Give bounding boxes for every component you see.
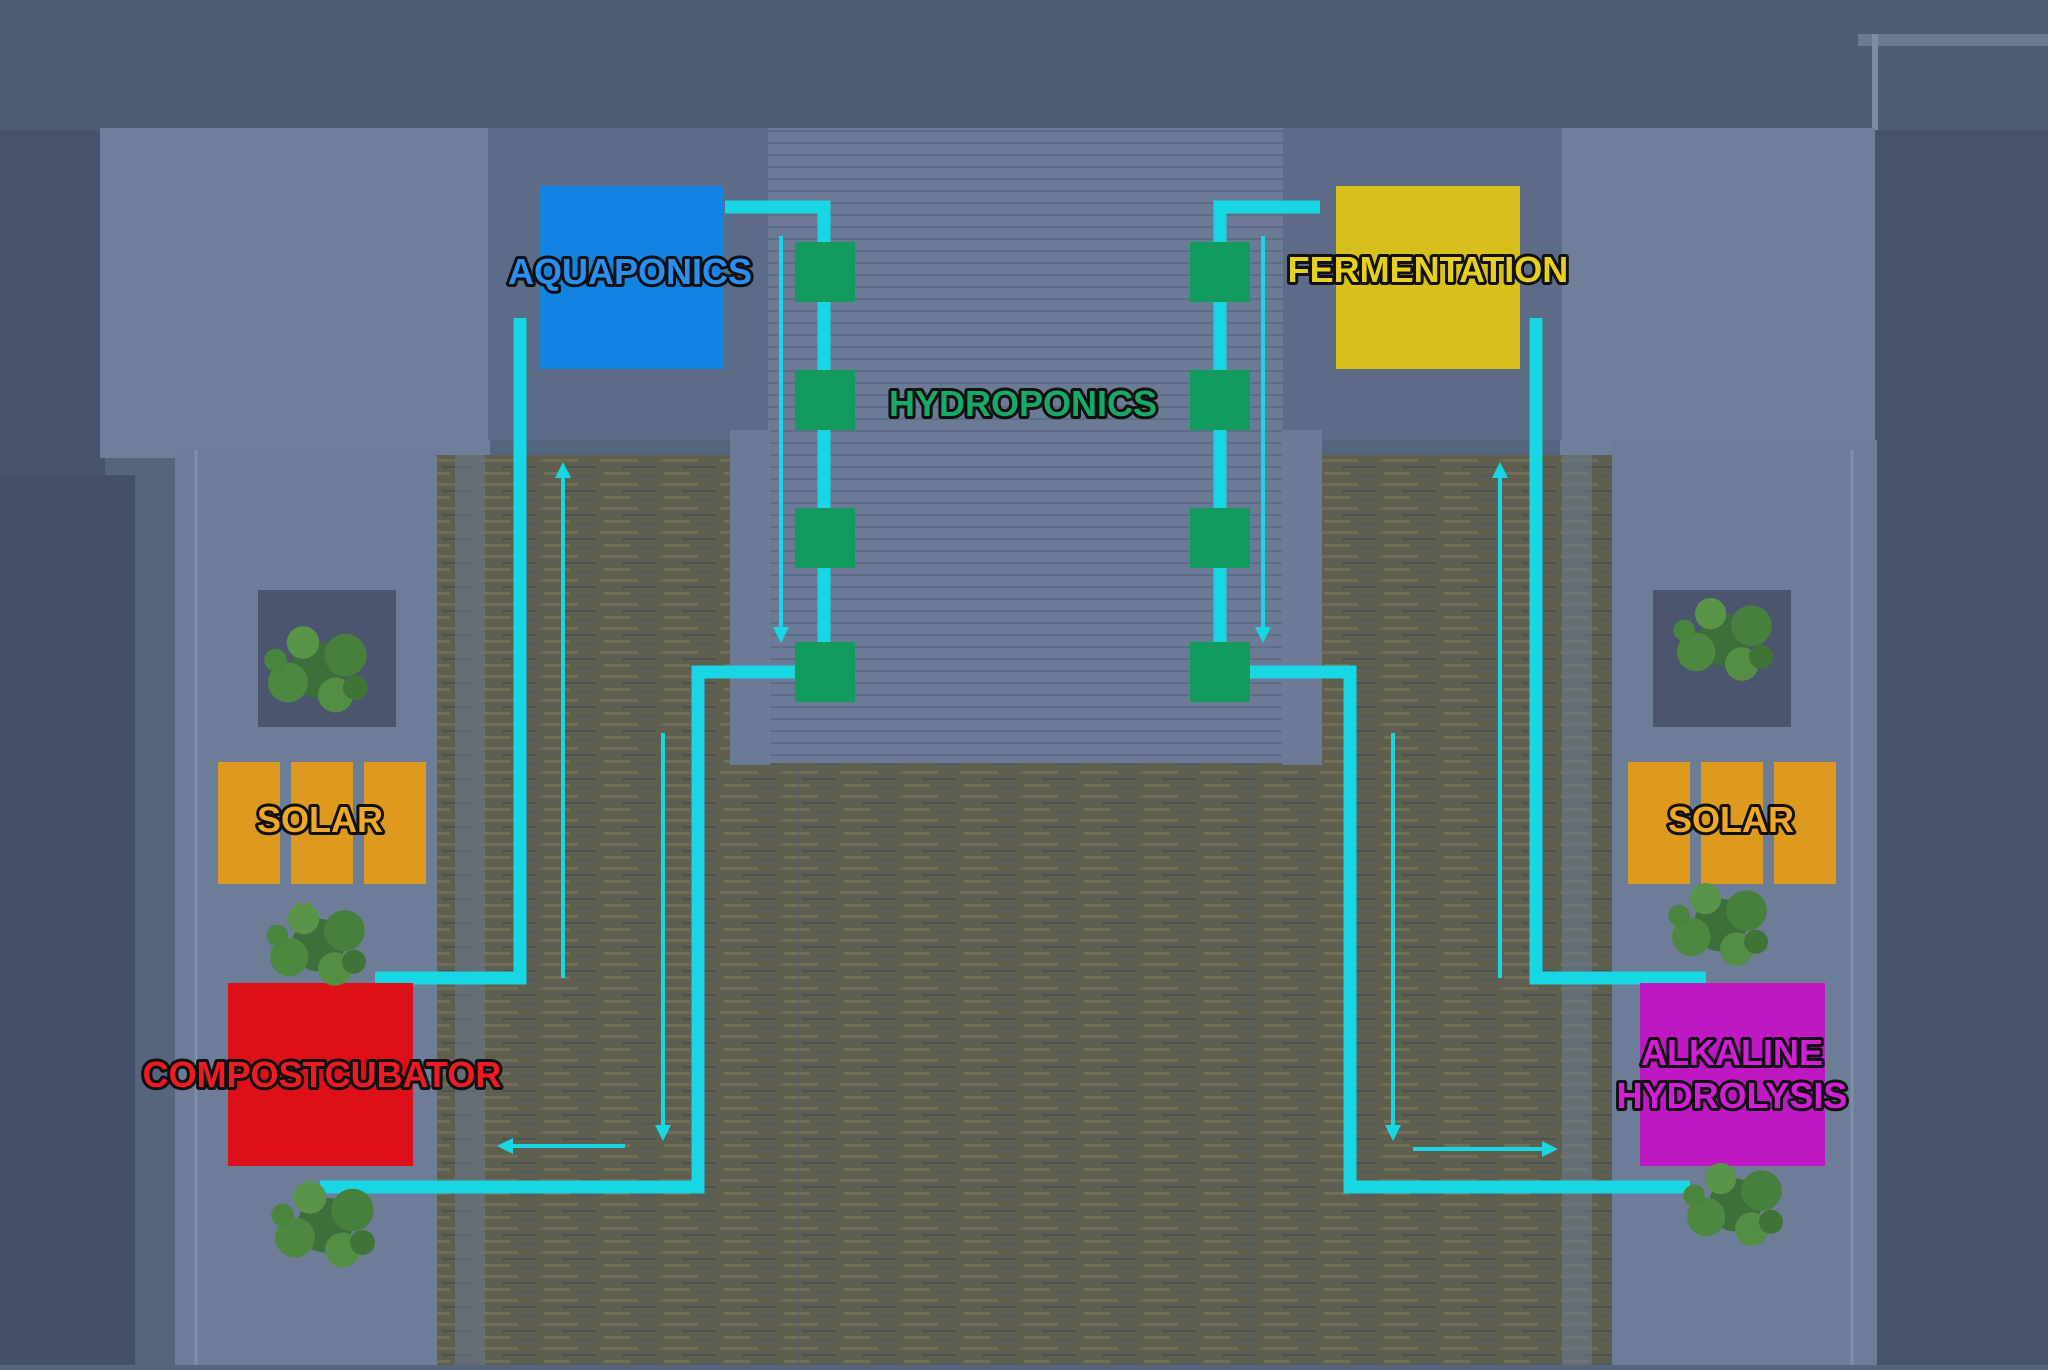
aquaponics-label: AQUAPONICS <box>508 251 752 292</box>
solar-panel <box>291 762 353 884</box>
pipe-fermentation-alkaline <box>1529 318 1706 985</box>
compostcubator-unit <box>228 983 413 1166</box>
hydroponics-cell <box>1190 242 1250 302</box>
hydroponics-cell <box>1190 642 1250 702</box>
solar-panel <box>1774 762 1836 884</box>
left-building-top <box>0 130 105 475</box>
pipe-hydroponics-alkaline <box>1250 665 1690 1194</box>
hydroponics-cell <box>795 508 855 568</box>
hydroponics-cell <box>1190 370 1250 430</box>
pipe-hydroponics-compost <box>320 665 795 1194</box>
solar-panels-left <box>218 762 426 884</box>
alkaline-hydrolysis-unit <box>1640 983 1825 1166</box>
hydroponics-cell <box>1190 508 1250 568</box>
left-building <box>0 475 135 1365</box>
compostcubator-label: COMPOSTCUBATOR <box>143 1054 502 1095</box>
solar-panel <box>1628 762 1690 884</box>
flow-arrows <box>497 236 1558 1157</box>
hydroponics-label: HYDROPONICS <box>889 383 1157 424</box>
aquaponics-unit <box>540 186 724 369</box>
top-right-ledge <box>1858 34 2048 46</box>
solar-right-label: SOLAR <box>1668 799 1794 840</box>
solar-panel <box>364 762 426 884</box>
solar-panel <box>218 762 280 884</box>
left-upper-walkway <box>100 128 490 458</box>
hydroponics-cell <box>795 642 855 702</box>
solar-left-label: SOLAR <box>257 799 383 840</box>
solar-panel <box>1701 762 1763 884</box>
solar-panels-right <box>1628 762 1836 884</box>
right-upper-walkway <box>1560 128 1875 458</box>
fermentation-label: FERMENTATION <box>1288 249 1569 290</box>
hydroponics-cell <box>795 370 855 430</box>
alkaline-label-line1: ALKALINE <box>1641 1032 1823 1073</box>
hydroponics-units <box>795 242 1250 702</box>
hydroponics-cell <box>795 242 855 302</box>
top-road <box>0 0 2048 130</box>
fermentation-unit <box>1336 186 1520 369</box>
right-building <box>1875 130 2048 1365</box>
alkaline-label-line2: HYDROLYSIS <box>1617 1075 1848 1116</box>
pipe-aquaponics-compost <box>375 318 527 985</box>
